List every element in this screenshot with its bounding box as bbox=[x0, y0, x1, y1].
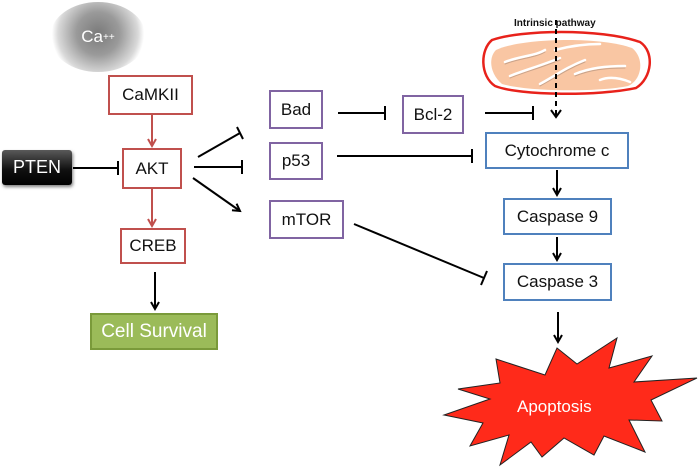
node-caspase-9: Caspase 9 bbox=[503, 198, 612, 235]
node-cell-survival: Cell Survival bbox=[90, 313, 218, 350]
calcium-symbol: Ca bbox=[81, 27, 104, 46]
intrinsic-arrowhead bbox=[550, 109, 562, 119]
node-camkii: CaMKII bbox=[108, 75, 193, 115]
calcium-ion: Ca++ bbox=[50, 2, 146, 72]
node-cytochrome-c: Cytochrome c bbox=[485, 132, 629, 169]
node-creb: CREB bbox=[120, 228, 186, 264]
node-mtor: mTOR bbox=[269, 200, 344, 239]
node-bcl2: Bcl-2 bbox=[402, 95, 464, 134]
edge-mtor-casp3 bbox=[353, 223, 485, 279]
apoptosis-burst-icon bbox=[442, 336, 698, 467]
node-caspase-3: Caspase 3 bbox=[503, 263, 612, 301]
node-bad: Bad bbox=[269, 90, 323, 129]
node-p53: p53 bbox=[269, 142, 323, 180]
node-akt: AKT bbox=[122, 148, 182, 189]
edge-akt-bad bbox=[197, 132, 241, 158]
node-apoptosis: Apoptosis bbox=[517, 397, 592, 416]
edge-akt-mtor bbox=[192, 177, 240, 211]
mitochondrion-icon bbox=[482, 30, 651, 95]
calcium-charge: ++ bbox=[103, 31, 115, 43]
intrinsic-pathway-label: Intrinsic pathway bbox=[514, 18, 596, 29]
node-pten: PTEN bbox=[2, 150, 72, 185]
